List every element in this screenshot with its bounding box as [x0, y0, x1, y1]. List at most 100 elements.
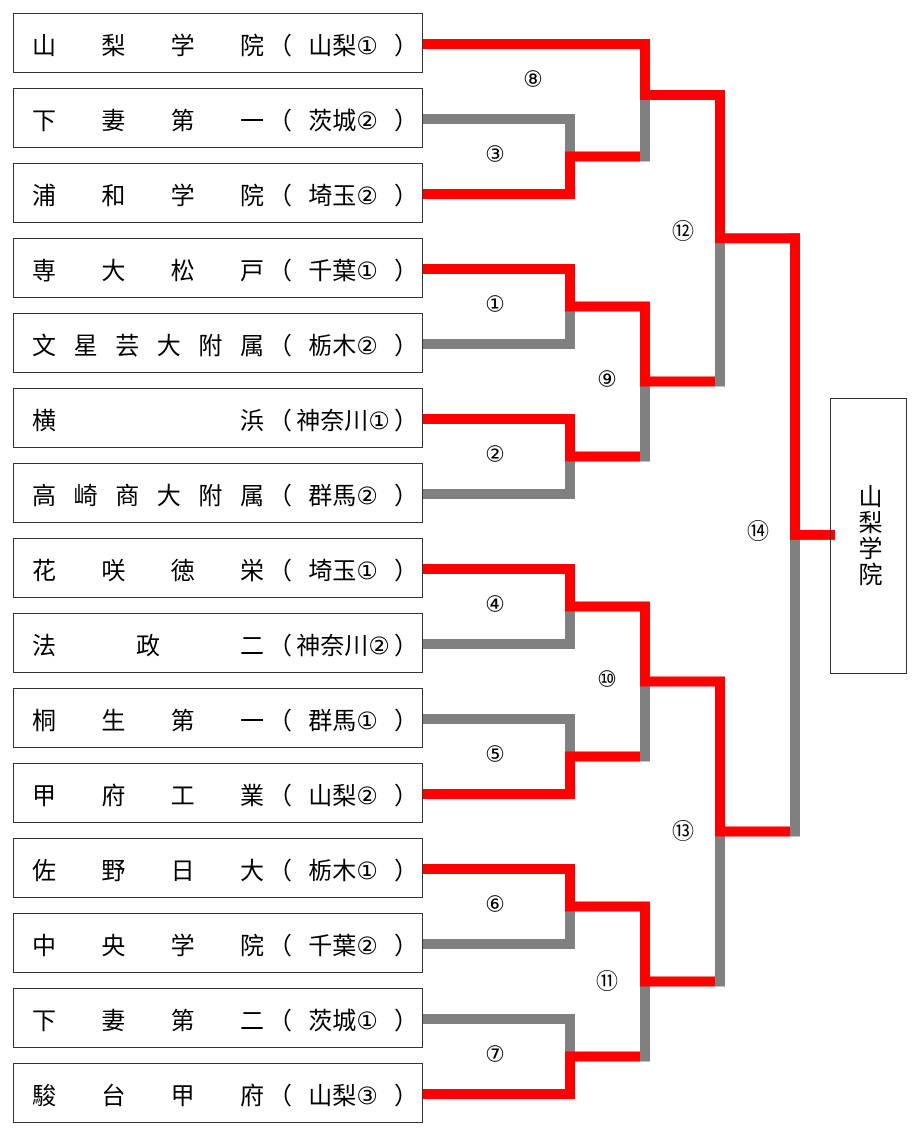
team-name: 甲府工業 [32, 781, 264, 810]
prefecture-seed: 神奈川② [296, 631, 390, 660]
team-prefecture: （神奈川①） [268, 401, 418, 436]
team-prefecture: （ 栃木② ） [268, 326, 418, 361]
prefecture-seed: 山梨① [308, 31, 378, 60]
prefecture-seed: 山梨② [308, 781, 378, 810]
close-paren: ） [394, 556, 418, 585]
open-paren: （ [268, 31, 292, 60]
open-paren: （ [268, 856, 292, 885]
close-paren: ） [394, 406, 418, 435]
team-prefecture: （山梨②） [268, 776, 418, 811]
team-box: 中央学院（ 千葉② ） [13, 913, 423, 973]
prefecture-seed: 茨城① [308, 1006, 378, 1035]
prefecture-seed: 栃木① [308, 856, 378, 885]
team-prefecture: （ 千葉① ） [268, 251, 418, 286]
team-prefecture: （ 群馬② ） [268, 476, 418, 511]
team-name: 高崎商大附属 [32, 481, 264, 510]
close-paren: ） [394, 856, 418, 885]
team-name: 中央学院 [32, 931, 264, 960]
match-number: ⑤ [485, 742, 505, 768]
team-prefecture: （神奈川②） [268, 626, 418, 661]
team-prefecture: （ 茨城① ） [268, 1001, 418, 1036]
team-box: 文星芸大附属（栃木②） [13, 313, 423, 373]
team-box: 佐野日大（ 栃木① ） [13, 838, 423, 898]
prefecture-seed: 埼玉② [308, 181, 378, 210]
team-prefecture: （ 茨城② ） [268, 101, 418, 136]
match-number: ⑨ [597, 367, 617, 393]
team-name: 桐生第一 [32, 706, 264, 735]
close-paren: ） [394, 706, 418, 735]
match-number: ⑬ [671, 820, 695, 845]
team-box: 花咲徳栄（ 埼玉① ） [13, 538, 423, 598]
open-paren: （ [268, 256, 292, 285]
match-number: ① [485, 292, 505, 318]
team-prefecture: （ 栃木① ） [268, 851, 418, 886]
team-prefecture: （ 群馬① ） [268, 701, 418, 736]
prefecture-seed: 栃木② [308, 331, 378, 360]
prefecture-seed: 山梨③ [308, 1081, 378, 1110]
match-number: ⑭ [746, 520, 770, 545]
team-name: 浦和学院 [32, 181, 264, 210]
open-paren: （ [268, 931, 292, 960]
match-number: ③ [485, 142, 505, 168]
match-number: ② [485, 442, 505, 468]
close-paren: ） [394, 106, 418, 135]
open-paren: （ [268, 106, 292, 135]
team-name: 花咲徳栄 [32, 556, 264, 585]
team-name: 佐野日大 [32, 856, 264, 885]
match-number: ⑦ [485, 1042, 505, 1068]
team-box: 山梨学院（ 山梨① ） [13, 13, 423, 73]
team-box: 浦和学院（ 埼玉② ） [13, 163, 423, 223]
team-prefecture: （ 山梨① ） [268, 26, 418, 61]
team-name: 法政二 [32, 631, 264, 660]
team-name: 横浜 [32, 406, 264, 435]
close-paren: ） [394, 1081, 418, 1110]
prefecture-seed: 茨城② [308, 106, 378, 135]
open-paren: （ [268, 556, 292, 585]
match-number: ⑫ [671, 220, 695, 245]
champion-box: 山梨学院 [830, 398, 907, 674]
close-paren: ） [394, 781, 418, 810]
close-paren: ） [394, 1006, 418, 1035]
match-number: ⑩ [597, 667, 617, 693]
prefecture-seed: 群馬① [308, 706, 378, 735]
open-paren: （ [268, 706, 292, 735]
match-number: ⑧ [523, 67, 543, 93]
open-paren: （ [268, 181, 292, 210]
team-name: 下妻第一 [32, 106, 264, 135]
close-paren: ） [394, 481, 418, 510]
team-prefecture: （ 埼玉① ） [268, 551, 418, 586]
open-paren: （ [268, 406, 292, 435]
close-paren: ） [394, 31, 418, 60]
prefecture-seed: 千葉① [308, 256, 378, 285]
close-paren: ） [394, 631, 418, 660]
close-paren: ） [394, 181, 418, 210]
team-box: 横浜（神奈川①） [13, 388, 423, 448]
team-prefecture: （ 山梨③ ） [268, 1076, 418, 1111]
prefecture-seed: 群馬② [308, 481, 378, 510]
open-paren: （ [268, 1081, 292, 1110]
team-box: 下妻第一（ 茨城② ） [13, 88, 423, 148]
open-paren: （ [268, 331, 292, 360]
team-box: 専大松戸（ 千葉① ） [13, 238, 423, 298]
open-paren: （ [268, 481, 292, 510]
team-prefecture: （ 千葉② ） [268, 926, 418, 961]
team-box: 甲府工業（山梨②） [13, 763, 423, 823]
team-name: 山梨学院 [32, 31, 264, 60]
open-paren: （ [268, 1006, 292, 1035]
team-box: 法政二（神奈川②） [13, 613, 423, 673]
team-name: 下妻第二 [32, 1006, 264, 1035]
close-paren: ） [394, 256, 418, 285]
match-number: ⑥ [485, 892, 505, 918]
team-box: 駿台甲府（山梨③） [13, 1063, 423, 1123]
match-number: ④ [485, 592, 505, 618]
team-prefecture: （ 埼玉② ） [268, 176, 418, 211]
close-paren: ） [394, 331, 418, 360]
close-paren: ） [394, 931, 418, 960]
prefecture-seed: 神奈川① [296, 406, 390, 435]
prefecture-seed: 埼玉① [308, 556, 378, 585]
match-number: ⑪ [595, 970, 619, 995]
team-box: 下妻第二（ 茨城① ） [13, 988, 423, 1048]
team-name: 専大松戸 [32, 256, 264, 285]
prefecture-seed: 千葉② [308, 931, 378, 960]
